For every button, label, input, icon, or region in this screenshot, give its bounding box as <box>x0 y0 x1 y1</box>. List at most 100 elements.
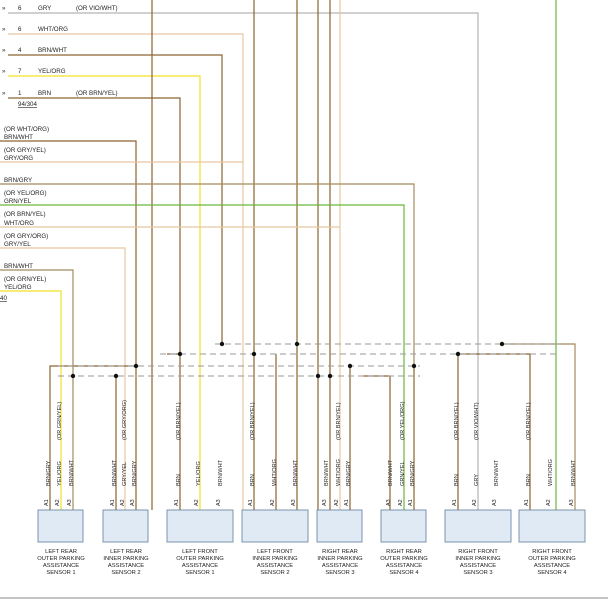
splice-nodes <box>70 341 505 379</box>
sensor-box[interactable] <box>37 509 84 543</box>
top-connector: » 6 GRY (OR VIO/WHT) » 6 WHT/ORG » 4 BRN… <box>2 5 118 108</box>
sensor-box[interactable] <box>102 509 149 543</box>
connector-row: » 6 WHT/ORG <box>2 26 68 33</box>
wire-label: (OR YEL/ORG) <box>400 401 406 440</box>
left-label: GRY/ORG <box>4 155 33 162</box>
pin-label: A2 <box>120 499 126 506</box>
pin-label: A3 <box>322 499 328 506</box>
sensor-box[interactable] <box>518 509 586 543</box>
pin-label: A3 <box>386 499 392 506</box>
wire-label: BRN/WHT <box>571 459 577 486</box>
pin-label: A2 <box>546 499 552 506</box>
sensor-box[interactable] <box>241 509 309 543</box>
sensor-left-front-inner: BRN (OR BRN/YEL) WHT/ORG BRN/WHT A1 A2 A… <box>241 402 309 576</box>
left-label: WHT/ORG <box>4 220 34 227</box>
pin-label: A2 <box>194 499 200 506</box>
wire-bus-a <box>49 365 136 510</box>
wire-brn-wht-top <box>8 54 223 344</box>
wire-left-brn-wht-1 <box>0 140 137 366</box>
wire-brn-top <box>8 97 181 354</box>
pin-label: A2 <box>334 499 340 506</box>
left-label: GRY/YEL <box>4 241 31 248</box>
sensor-box[interactable] <box>380 509 427 543</box>
wire-label: (OR VIO/WHT) <box>474 402 480 440</box>
pin-label: A3 <box>216 499 222 506</box>
wire-label: (OR BRN/YEL) <box>176 402 182 440</box>
splice-node <box>315 373 321 379</box>
connector-wire-alt: (OR VIO/WHT) <box>76 5 118 12</box>
pin-label: A1 <box>248 499 254 506</box>
splice-node <box>455 351 461 357</box>
left-label: (OR GRN/YEL) <box>4 276 46 283</box>
left-wire-labels: (OR WHT/ORG) BRN/WHT (OR GRY/YEL) GRY/OR… <box>0 126 49 302</box>
wire-left-brn-wht-2 <box>0 269 74 376</box>
left-label: (OR GRY/YEL) <box>4 147 46 154</box>
splice-node <box>219 341 225 347</box>
connector-pin: 4 <box>18 47 22 54</box>
pin-label: A1 <box>524 499 530 506</box>
wire-label: BRN/WHT <box>69 459 75 486</box>
wire-label: BRN/WHT <box>324 459 330 486</box>
sensor-left-front-outer: BRN (OR BRN/YEL) YEL/ORG BRN/WHT A1 A2 A… <box>166 402 234 576</box>
left-label: (OR BRN/YEL) <box>4 211 46 218</box>
wire-label: GRY/YEL <box>122 462 128 486</box>
wire-wht-org-top <box>8 33 244 510</box>
sensor-right-rear-inner: BRN/WHT WHT/ORG (OR BRN/YEL) BRN/GRY A3 … <box>316 402 363 576</box>
svg-text:»: » <box>2 68 6 75</box>
wire-label: BRN/GRY <box>132 460 138 486</box>
wire-label: BRN/GRY <box>46 460 52 486</box>
left-label: YEL/ORG <box>4 284 32 291</box>
left-label: (OR WHT/ORG) <box>4 126 49 133</box>
wire-label: BRN/WHT <box>494 459 500 486</box>
connector-wire-color: WHT/ORG <box>38 26 68 33</box>
wire-label: BRN/WHT <box>293 459 299 486</box>
connector-wire-color: GRY <box>38 5 51 12</box>
left-label: (OR YEL/ORG) <box>4 190 47 197</box>
connector-row: » 7 YEL/ORG <box>2 68 66 75</box>
splice-node <box>70 373 76 379</box>
wire-left-gry-yel <box>0 247 126 510</box>
wire-label: BRN/WHT <box>388 459 394 486</box>
wire-label: BRN <box>526 474 532 486</box>
wire-label: (OR GRY/ORG) <box>122 400 128 440</box>
sensor-box[interactable] <box>316 509 363 543</box>
wire-left-brn-gry <box>0 183 415 366</box>
wire-label: GRN/YEL <box>400 461 406 486</box>
wire-label: (OR BRN/YEL) <box>336 402 342 440</box>
pin-label: A3 <box>569 499 575 506</box>
splice-node <box>133 363 139 369</box>
left-label: BRN/WHT <box>4 134 33 141</box>
connector-wire-color: BRN <box>38 90 51 97</box>
svg-text:»: » <box>2 47 6 54</box>
pin-label: A2 <box>472 499 478 506</box>
pin-label: A1 <box>44 499 50 506</box>
wire-label: WHT/ORG <box>548 459 554 486</box>
wire-label: BRN/WHT <box>218 459 224 486</box>
left-ref: 40 <box>0 295 7 302</box>
sensor-box[interactable] <box>444 509 512 543</box>
wire-label: BRN <box>250 474 256 486</box>
wire-bus-n <box>502 343 576 510</box>
sensor-left-rear-inner: BRN/WHT GRY/YEL (OR GRY/ORG) BRN/GRY A1 … <box>102 400 149 576</box>
wire-label: BRN <box>176 474 182 486</box>
wire-label: YEL/ORG <box>57 461 63 486</box>
svg-text:»: » <box>2 90 6 97</box>
sensor-groups: BRN/GRY YEL/ORG (OR GRN/YEL) BRN/WHT A1 … <box>37 400 586 576</box>
wire-label: GRY <box>474 474 480 486</box>
pin-label: A1 <box>408 499 414 506</box>
wire-label: YEL/ORG <box>196 461 202 486</box>
connector-row: » 4 BRN/WHT <box>2 47 67 54</box>
splice-node <box>113 373 119 379</box>
pin-label: A3 <box>291 499 297 506</box>
sensor-box[interactable] <box>166 509 234 543</box>
svg-text:»: » <box>2 26 6 33</box>
pin-label: A2 <box>55 499 61 506</box>
pin-label: A3 <box>67 499 73 506</box>
